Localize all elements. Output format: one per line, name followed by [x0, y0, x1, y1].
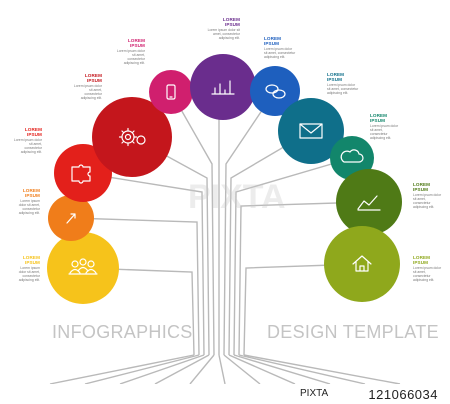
item-title: LOREM IPSUM — [84, 73, 102, 83]
branch-line — [82, 172, 205, 356]
envelope-icon — [299, 123, 323, 139]
item-title: LOREM IPSUM — [24, 127, 42, 137]
home-icon — [352, 255, 372, 272]
item-title: LOREM IPSUM — [413, 255, 431, 265]
item-title: LOREM IPSUM — [327, 72, 345, 82]
item-circle-11 — [324, 226, 400, 302]
item-body: Lorem ipsum dolor sit amet, consectetur … — [413, 193, 442, 210]
root-line — [189, 354, 215, 385]
footer-right-title: DESIGN TEMPLATE — [267, 322, 439, 342]
item-circle-4 — [92, 97, 172, 177]
root-line — [84, 354, 200, 385]
item-circle-10 — [336, 169, 402, 235]
branch-line — [223, 90, 276, 356]
item-body: Lorem ipsum dolor sit amet, consectetur … — [13, 138, 42, 155]
item-body: Lorem ipsum dolor sit amet, consectetur … — [18, 199, 40, 216]
people-icon — [68, 258, 98, 275]
item-title: LOREM IPSUM — [413, 182, 431, 192]
phone-icon — [166, 84, 176, 100]
item-body: Lorem ipsum dolor sit amet, consectetur … — [18, 266, 40, 283]
stock-id: 121066034 — [368, 387, 438, 402]
cloud-icon — [340, 149, 364, 163]
root-line — [228, 354, 296, 385]
branch-line — [233, 157, 353, 356]
item-body: Lorem ipsum dolor sit amet, consectetur … — [73, 84, 102, 101]
item-title: LOREM IPSUM — [127, 38, 145, 48]
branch-line — [243, 263, 363, 356]
stock-logo: PIXTA — [300, 388, 329, 399]
footer-left-title: INFOGRAPHICS — [52, 322, 193, 342]
root-line — [119, 354, 205, 385]
puzzle-icon — [71, 164, 91, 184]
root-line — [218, 354, 226, 385]
item-body: Lorem ipsum dolor sit amet, consectetur … — [327, 83, 359, 96]
item-body: Lorem ipsum dolor sit amet, consectetur … — [370, 124, 399, 141]
item-body: Lorem ipsum dolor sit amet, consectetur … — [116, 49, 145, 66]
item-title: LOREM IPSUM — [370, 113, 388, 123]
cursor-icon — [66, 213, 76, 224]
line-chart-icon — [357, 195, 381, 211]
item-title: LOREM IPSUM — [222, 17, 240, 27]
item-body: Lorem ipsum dolor sit amet, consectetur … — [207, 28, 240, 41]
gear-icon — [118, 127, 146, 147]
item-title: LOREM IPSUM — [264, 36, 282, 46]
item-circle-3 — [54, 144, 112, 202]
root-line — [238, 354, 366, 385]
item-circle-5 — [149, 70, 193, 114]
item-body: Lorem ipsum dolor sit amet, consectetur … — [413, 266, 442, 283]
stock-footer-bar — [0, 384, 450, 404]
root-line — [243, 354, 401, 385]
branch-line — [238, 201, 370, 356]
bar-chart-icon — [211, 80, 235, 95]
chat-icon — [265, 84, 286, 99]
branch-line — [82, 267, 195, 356]
root-line — [233, 354, 331, 385]
branch-line — [70, 217, 200, 356]
item-circle-8 — [278, 98, 344, 164]
root-line — [49, 354, 195, 385]
root-line — [223, 354, 261, 385]
branch-line — [218, 86, 224, 355]
item-circle-9 — [330, 136, 374, 180]
root-line — [154, 354, 210, 385]
item-circle-6 — [190, 54, 256, 120]
item-title: LOREM IPSUM — [22, 188, 40, 198]
item-body: Lorem ipsum dolor sit amet, consectetur … — [264, 47, 296, 60]
branch-line — [170, 91, 215, 356]
watermark: PIXTA — [188, 178, 286, 216]
item-title: LOREM IPSUM — [22, 255, 40, 265]
